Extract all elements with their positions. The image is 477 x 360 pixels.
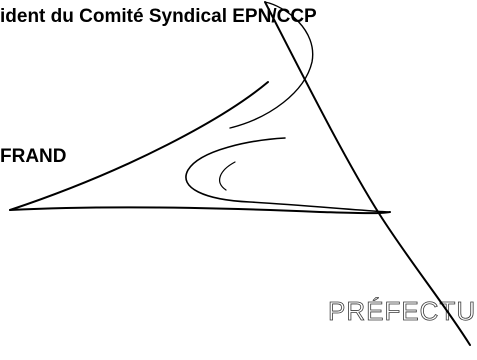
signature-upper-loop <box>229 1 314 129</box>
signature-diagonal-stroke <box>264 1 471 346</box>
signature-wedge-lower <box>9 206 391 215</box>
signature-inner-loop <box>185 137 389 213</box>
signatory-name: FRAND <box>0 146 67 167</box>
signature-hook <box>219 161 236 191</box>
committee-title: ident du Comité Syndical EPN/CCP <box>0 6 317 27</box>
prefecture-stamp: PRÉFECTURE DE <box>328 296 477 327</box>
signature-wedge-upper <box>9 81 269 211</box>
